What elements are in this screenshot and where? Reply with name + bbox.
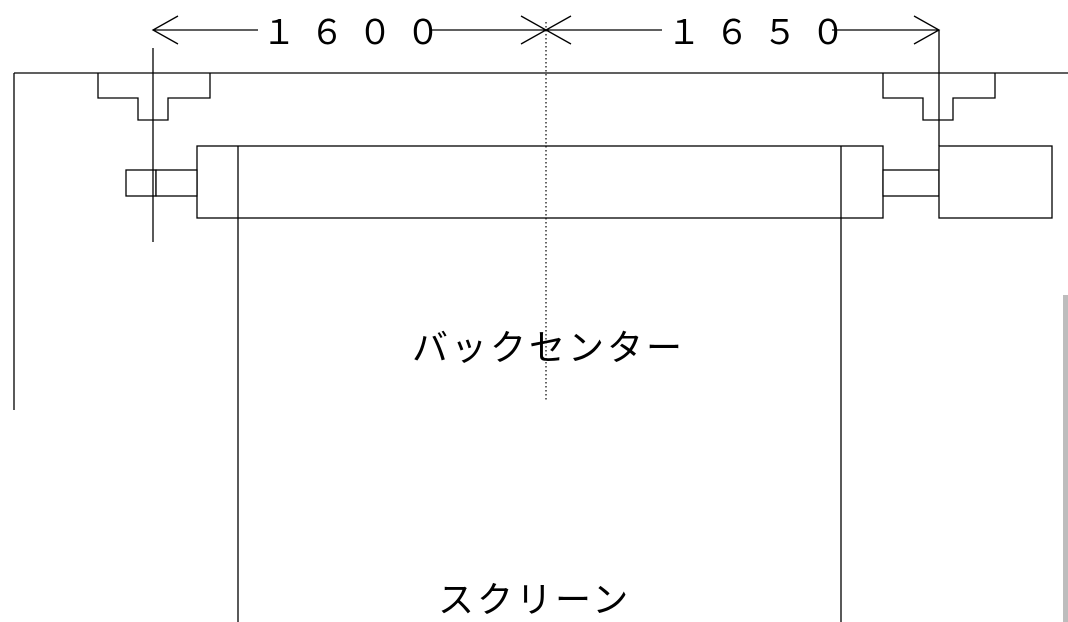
screen-label: スクリーン xyxy=(438,580,631,621)
screen-fabric xyxy=(237,218,842,622)
back-center-label: バックセンター xyxy=(412,328,685,369)
dimension-left-arrow-start xyxy=(151,15,179,45)
motor-unit xyxy=(938,145,1053,219)
photo-edge-strip xyxy=(1063,295,1068,622)
roller-body xyxy=(196,145,884,219)
wall-outline xyxy=(13,72,1068,410)
dimension-left-label: １６００ xyxy=(262,13,454,53)
dimension-right-arrow-end xyxy=(913,15,941,45)
dimension-right: １６５０ xyxy=(544,13,941,53)
right-drive xyxy=(882,145,1053,219)
left-shaft-outer xyxy=(125,169,157,197)
dimension-left: １６００ xyxy=(151,13,548,53)
right-ceiling-bracket xyxy=(882,73,996,121)
dimension-right-arrow-start xyxy=(544,15,572,45)
left-shaft-inner xyxy=(155,169,198,197)
roller-tube xyxy=(196,145,884,219)
left-shaft xyxy=(125,169,198,197)
left-ceiling-bracket xyxy=(97,73,211,121)
right-shaft xyxy=(882,169,940,197)
dimension-right-label: １６５０ xyxy=(667,13,859,53)
